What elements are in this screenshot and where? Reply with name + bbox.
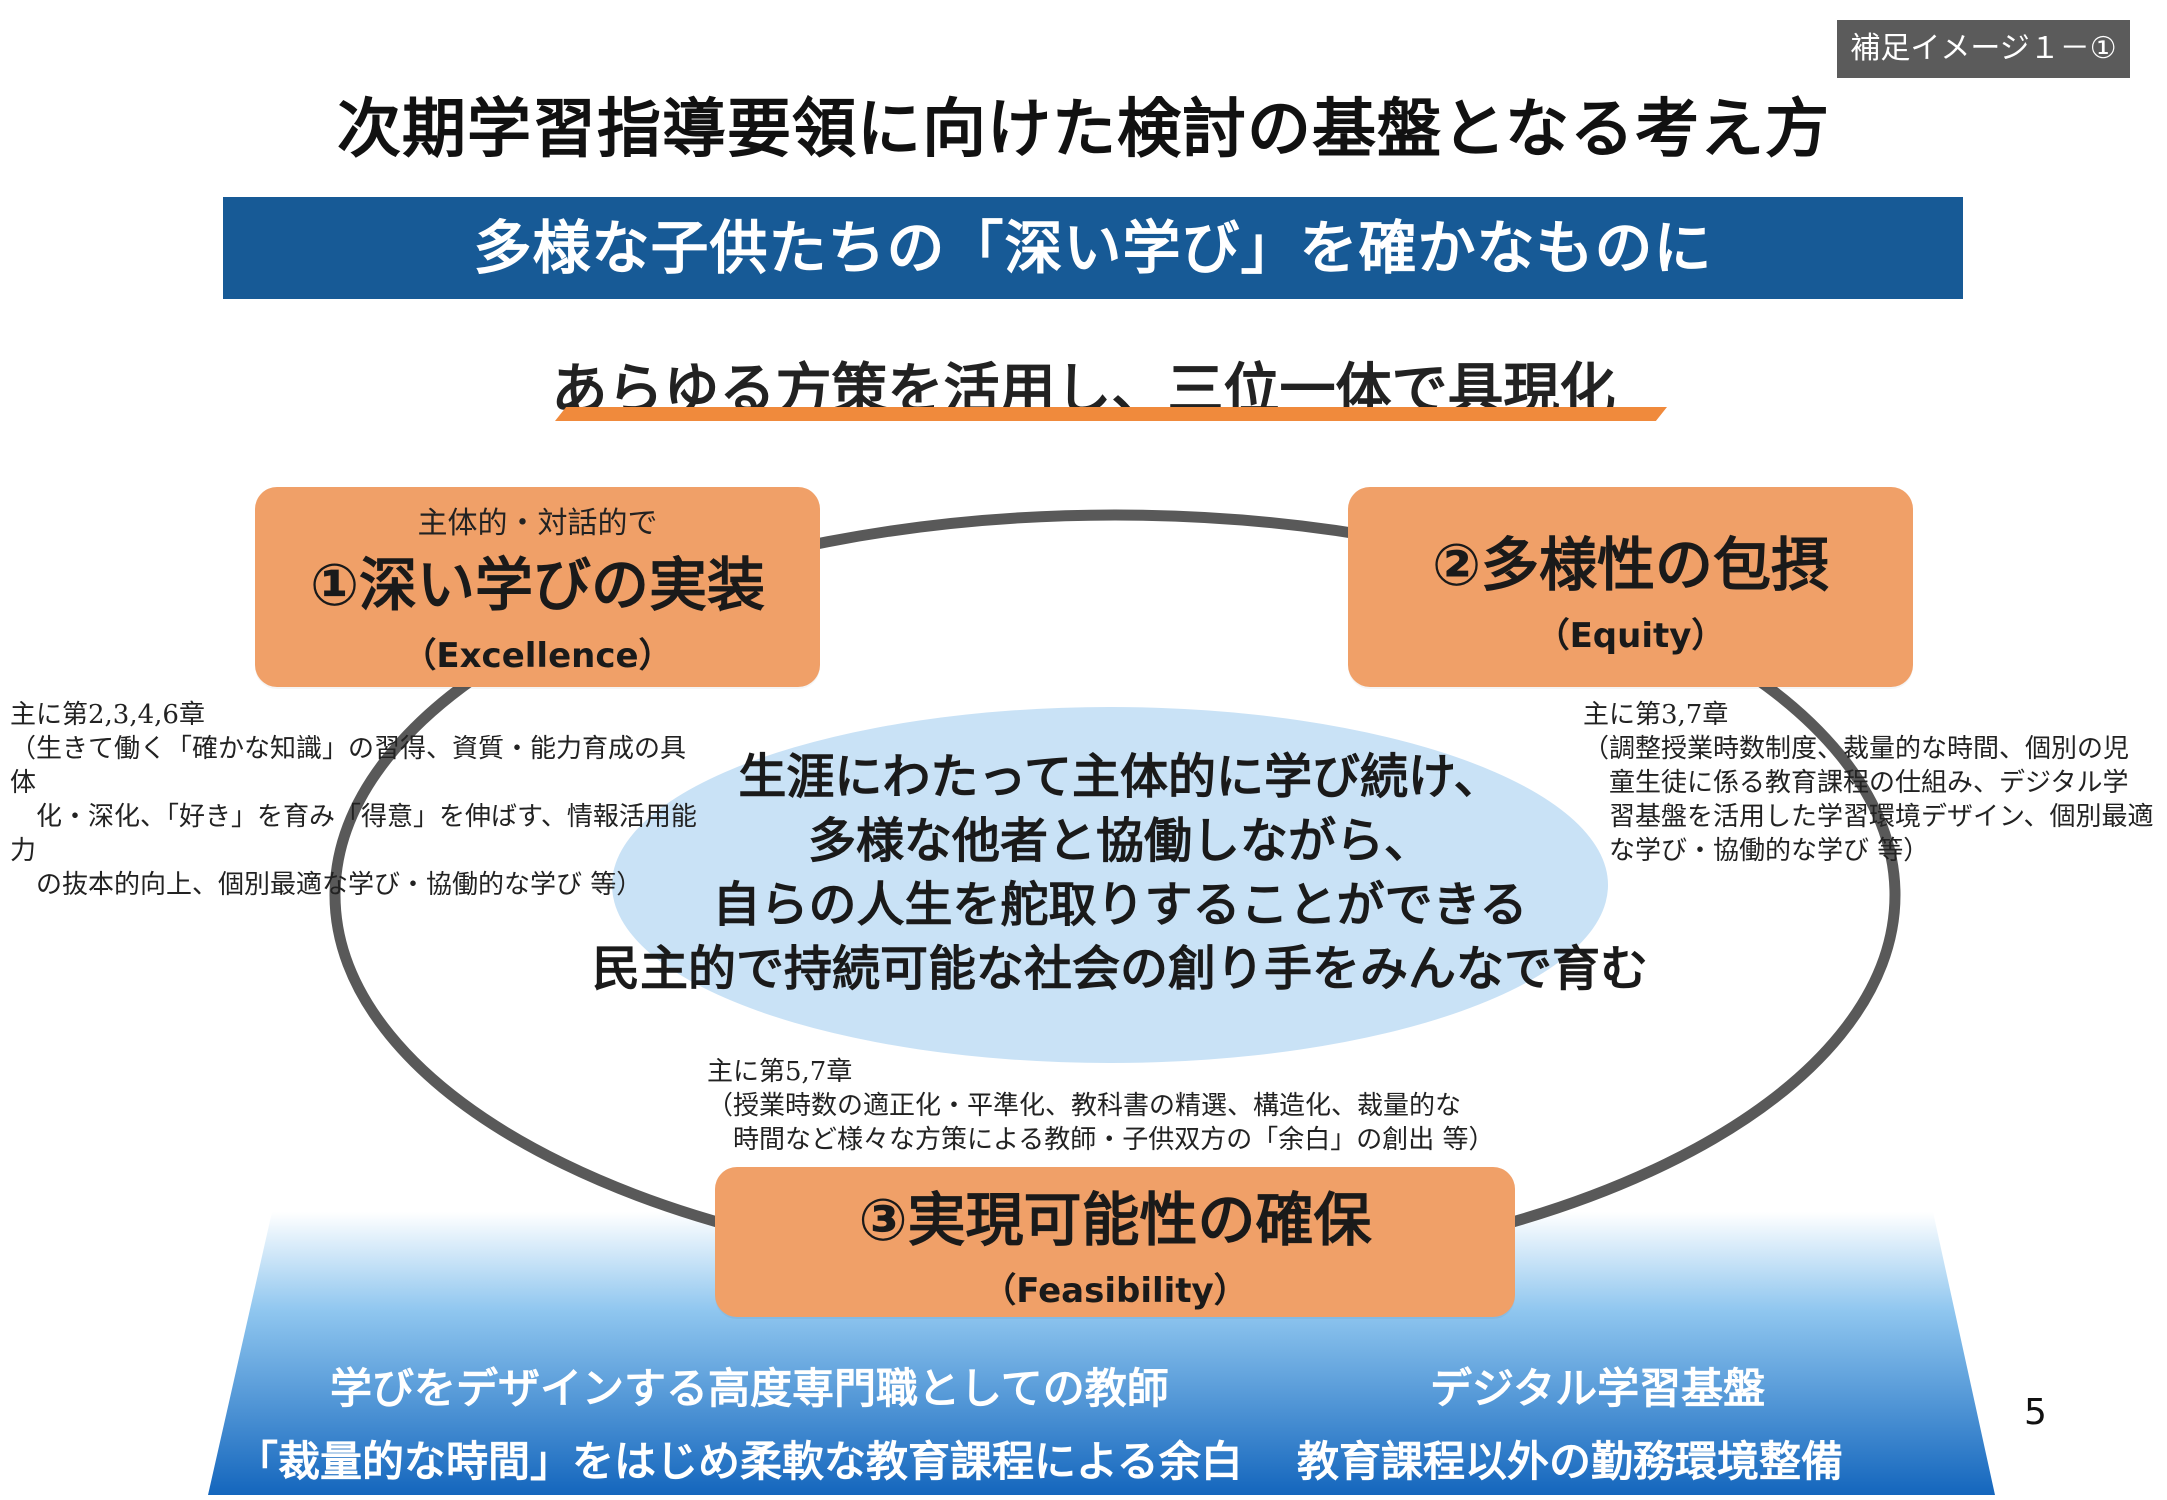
center-ellipse: [612, 707, 1608, 1063]
pillar-equity: ②多様性の包摂 （Equity）: [1348, 487, 1913, 687]
foundation-right-2: 教育課程以外の勤務環境整備: [1297, 1437, 1844, 1486]
note-chapters: 主に第2,3,4,6章: [10, 700, 205, 730]
note-equity: 主に第3,7章 （調整授業時数制度、裁量的な時間、個別の児 童生徒に係る教育課程…: [1583, 698, 2163, 868]
note-detail-line: 習基盤を活用した学習環境デザイン、個別最適: [1583, 802, 2154, 832]
pillar-english: （Equity）: [1535, 615, 1726, 656]
vision-statement: 生涯にわたって主体的に学び続け、 多様な他者と協働しながら、 自らの人生を舵取り…: [560, 745, 1680, 1001]
pillar-excellence: 主体的・対話的で ①深い学びの実装 （Excellence）: [255, 487, 820, 687]
vision-line: 多様な他者と協働しながら、: [807, 813, 1432, 869]
pillar-english: （Excellence）: [402, 635, 673, 676]
slide-tag: 補足イメージ１－①: [1837, 20, 2130, 78]
note-detail-line: の抜本的向上、個別最適な学び・協働的な学び 等）: [10, 870, 643, 900]
slide-title: 次期学習指導要領に向けた検討の基盤となる考え方: [336, 93, 1831, 167]
note-detail-line: 化・深化、「好き」を育み「得意」を伸ばす、情報活用能力: [10, 802, 697, 866]
foundation-left-1: 学びをデザインする高度専門職としての教師: [330, 1364, 1169, 1413]
note-feasibility: 主に第5,7章 （授業時数の適正化・平準化、教科書の精選、構造化、裁量的な 時間…: [707, 1055, 1495, 1157]
note-detail-line: 童生徒に係る教育課程の仕組み、デジタル学: [1583, 768, 2129, 798]
subtitle-underline: [555, 407, 1667, 421]
pillar-prefix: 主体的・対話的で: [417, 505, 658, 541]
page-number: 5: [2024, 1392, 2047, 1433]
foundation-left-2: 「裁量的な時間」をはじめ柔軟な教育課程による余白: [236, 1437, 1243, 1486]
note-detail-line: 時間など様々な方策による教師・子供双方の「余白」の創出 等）: [707, 1125, 1495, 1155]
foundation-right-1: デジタル学習基盤: [1430, 1364, 1766, 1413]
pillar-title: ②多様性の包摂: [1431, 530, 1830, 599]
pillar-english: （Feasibility）: [982, 1270, 1248, 1311]
note-chapters: 主に第3,7章: [1583, 700, 1729, 730]
foundation-trapezoid: [208, 1212, 1995, 1495]
vision-line: 民主的で持続可能な社会の創り手をみんなで育む: [591, 941, 1648, 997]
note-detail-line: な学び・協働的な学び 等）: [1583, 836, 1930, 866]
vision-line: 生涯にわたって主体的に学び続け、: [738, 749, 1502, 805]
pillar-title: ③実現可能性の確保: [858, 1185, 1372, 1254]
note-detail-line: （生きて働く「確かな知識」の習得、資質・能力育成の具体: [10, 734, 687, 798]
note-chapters: 主に第5,7章: [707, 1057, 853, 1087]
pillar-title: ①深い学びの実装: [309, 550, 766, 619]
note-excellence: 主に第2,3,4,6章 （生きて働く「確かな知識」の習得、資質・能力育成の具体 …: [10, 698, 710, 902]
vision-line: 自らの人生を舵取りすることができる: [712, 877, 1528, 933]
pillar-feasibility: ③実現可能性の確保 （Feasibility）: [715, 1167, 1515, 1317]
theme-banner: 多様な子供たちの「深い学び」を確かなものに: [223, 197, 1963, 299]
note-detail-line: （授業時数の適正化・平準化、教科書の精選、構造化、裁量的な: [707, 1091, 1462, 1121]
note-detail-line: （調整授業時数制度、裁量的な時間、個別の児: [1583, 734, 2130, 764]
